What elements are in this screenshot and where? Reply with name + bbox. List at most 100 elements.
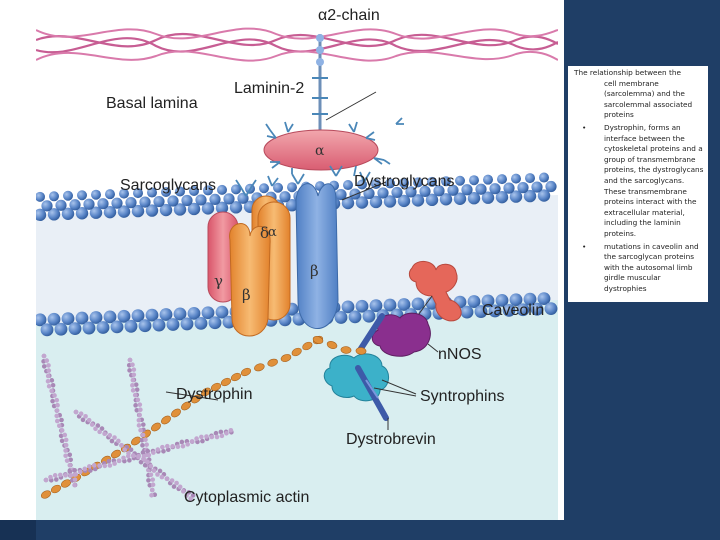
actin-bead [184,493,189,498]
sarcolemma-diagram: α2-chain Basal lamina Laminin-2 α Sarcog… [36,0,558,520]
lipid-head [348,310,362,324]
lipid-head [523,189,537,203]
actin-bead [68,457,73,463]
lipid-head [223,193,235,205]
lipid-head [363,187,375,200]
lipid-head [537,292,551,305]
actin-bead [87,464,92,469]
lipid-head [433,185,445,197]
dystrophin-segment [171,408,181,418]
actin-bead [102,431,107,437]
actin-bead [116,438,121,444]
lipid-head [509,190,523,203]
actin-bead [128,447,134,452]
lipid-head [335,188,347,201]
actin-bead [130,362,135,368]
actin-bead [145,448,151,454]
lipid-head [103,205,117,219]
label-dg-beta: β [310,262,319,280]
lipid-head [131,309,145,323]
lipid-head [461,184,473,196]
actin-bead [45,378,51,384]
lipid-head [369,195,383,209]
lipid-head [175,186,185,197]
actin-bead [73,472,79,477]
actin-bead [151,450,156,455]
actin-bead [131,367,137,372]
actin-bead [140,450,146,455]
actin-bead [50,398,55,404]
actin-bead [57,472,63,478]
actin-bead [48,474,53,480]
actin-bead [116,458,122,464]
lipid-head [209,193,221,206]
actin-bead [141,453,147,459]
dystrophin-segment [151,422,161,432]
lipid-head [413,177,423,188]
actin-bead [49,388,54,394]
actin-bead [175,444,181,450]
lipid-head [455,175,465,186]
actin-bead [130,383,135,388]
label-sg-delta: δ [260,224,269,242]
actin-bead [141,422,146,427]
notes-bullet-text: mutations in caveolin and the sarcoglyca… [604,241,699,293]
actin-bead [139,438,145,443]
dystrophin-segment [161,415,171,425]
lipid-head [138,319,152,333]
label-syntrophins: Syntrophins [420,388,505,405]
lipid-head [54,322,68,336]
laminin-alpha-domain [263,129,379,171]
actin-bead [164,476,170,482]
lipid-head [201,202,215,215]
lipid-head [145,308,159,322]
dystrophin-segment [210,382,222,392]
dystrophin-segment [110,449,122,459]
dystrophin-segment [131,436,141,446]
lipid-head [343,180,353,191]
actin-bead [46,368,52,373]
lipid-head [411,194,425,207]
lipid-head [117,309,131,323]
lipid-head [153,195,165,208]
lipid-head [61,312,75,326]
actin-bead [97,463,102,468]
actin-bead [119,443,124,448]
actin-bead [78,411,84,416]
notes-intro-line: cell membrane [604,78,659,88]
lipid-head [495,190,509,204]
actin-bead [134,387,140,392]
actin-bead [52,393,57,398]
dystrophin-segment [230,372,242,382]
actin-bead [59,417,64,423]
label-laminin2: Laminin-2 [234,80,304,97]
lipid-head [40,323,54,337]
lipid-head [447,184,459,196]
lipid-head [419,185,431,197]
actin-bead [63,473,68,478]
actin-bead [228,427,234,433]
lipid-head [481,294,495,308]
lipid-head [36,191,45,202]
dystrophin-segment [355,347,367,355]
actin-bead [43,477,49,483]
actin-bead [54,418,60,424]
lipid-head [105,189,115,200]
lipid-head [475,183,487,195]
bullet-marker: • [582,122,587,132]
lipid-head [544,302,558,315]
actin-bead [109,438,115,444]
actin-bead [180,443,186,449]
actin-bead [54,477,59,482]
dystrophin-segment [312,336,324,344]
alpha2-chain [36,27,558,62]
lipid-head [68,322,82,336]
dystroglycan-beta [295,183,339,329]
label-alpha2-chain: α2-chain [318,7,380,24]
lipid-head [69,199,81,211]
caveolin [408,261,462,322]
lipid-head [259,183,269,194]
lipid-head [531,181,543,193]
actin-bead [54,413,60,419]
label-dystrobrevin: Dystrobrevin [346,431,436,448]
